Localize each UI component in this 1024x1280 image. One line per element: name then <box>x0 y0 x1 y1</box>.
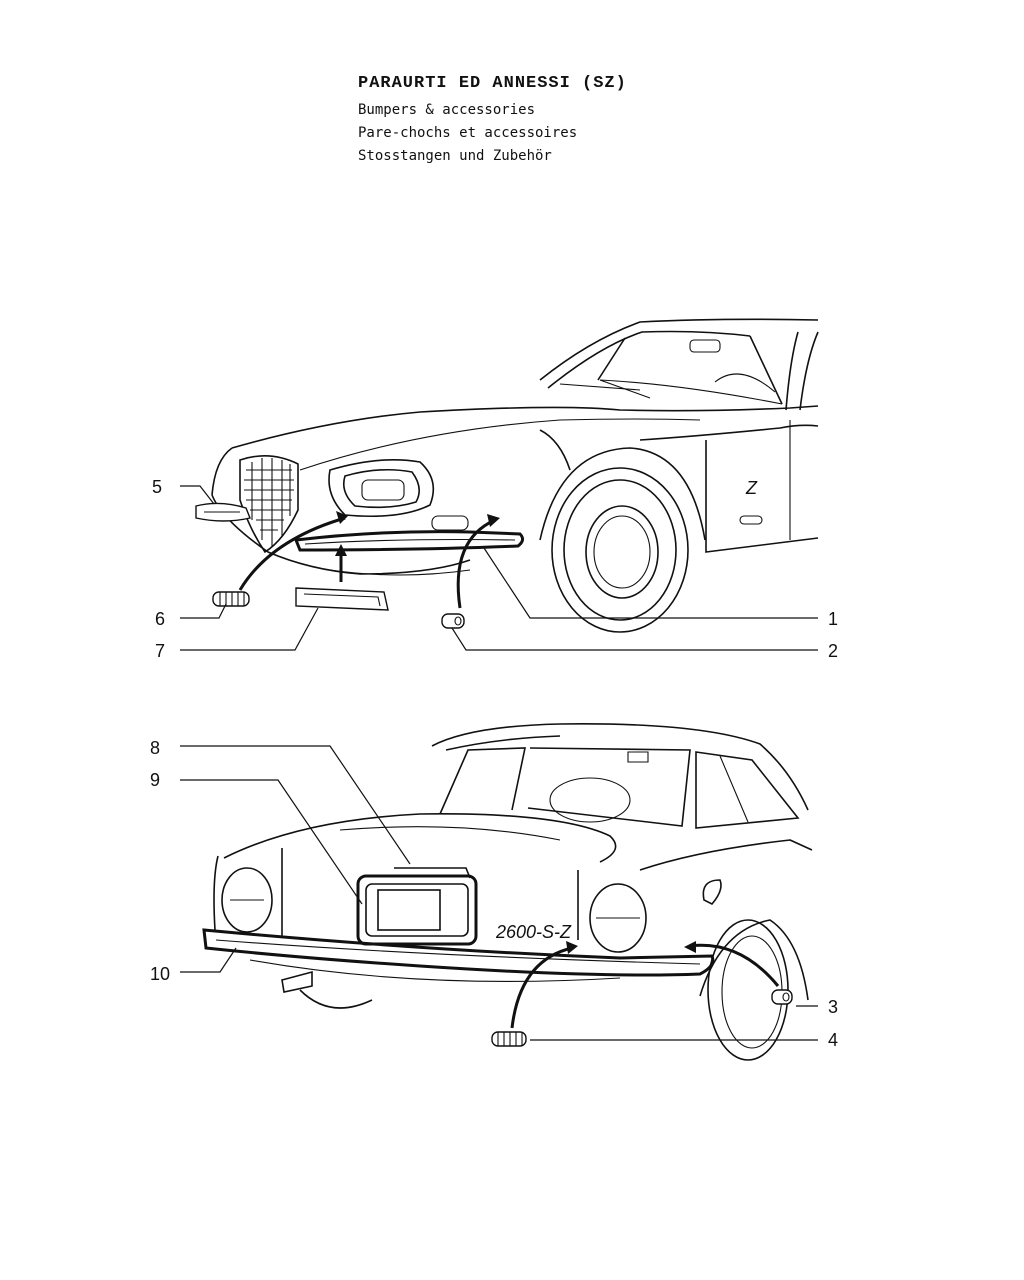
subtitle-english: Bumpers & accessories <box>358 102 536 118</box>
grommet-part-4 <box>491 1031 527 1047</box>
callout-9: 9 <box>150 770 160 790</box>
rear-car-illustration: 2600-S-Z <box>213 723 813 1061</box>
callout-3: 3 <box>828 997 838 1017</box>
front-z-emblem: Z <box>745 478 758 498</box>
grommet-part-6 <box>212 591 250 607</box>
title-block: PARAURTI ED ANNESSI (SZ) Bumpers & acces… <box>358 74 627 168</box>
subtitle-german: Stosstangen und Zubehör <box>358 148 552 164</box>
callout-4: 4 <box>828 1030 838 1050</box>
callout-5: 5 <box>152 477 162 497</box>
callout-6: 6 <box>155 609 165 629</box>
front-bumper-part-1 <box>293 530 525 552</box>
spacer-part-3 <box>771 989 793 1005</box>
rear-plate-frame-part-9 <box>356 874 478 946</box>
page-title: PARAURTI ED ANNESSI (SZ) <box>358 74 627 93</box>
grille-mesh <box>244 458 294 546</box>
rear-script-badge: 2600-S-Z <box>495 922 572 942</box>
rear-plate-lamp-part-8 <box>394 867 471 879</box>
callout-8: 8 <box>150 738 160 758</box>
rear-leader-lines <box>180 745 818 1041</box>
front-leader-lines <box>180 485 818 651</box>
callout-10: 10 <box>150 964 170 984</box>
front-assembly-arrows <box>238 511 500 609</box>
front-car-illustration: Z <box>211 318 819 633</box>
subtitle-french: Pare-chochs et accessoires <box>358 125 578 141</box>
callout-7: 7 <box>155 641 165 661</box>
plate-mount-part-7 <box>295 587 389 611</box>
callout-1: 1 <box>828 609 838 629</box>
callout-numbers: 5 6 7 1 2 8 9 10 3 4 <box>150 477 838 1050</box>
rear-assembly-arrows <box>510 941 780 1029</box>
spacer-part-2 <box>441 613 465 629</box>
callout-2: 2 <box>828 641 838 661</box>
rear-bumper-part-10 <box>202 928 715 977</box>
front-overrider-part-5 <box>195 502 251 522</box>
